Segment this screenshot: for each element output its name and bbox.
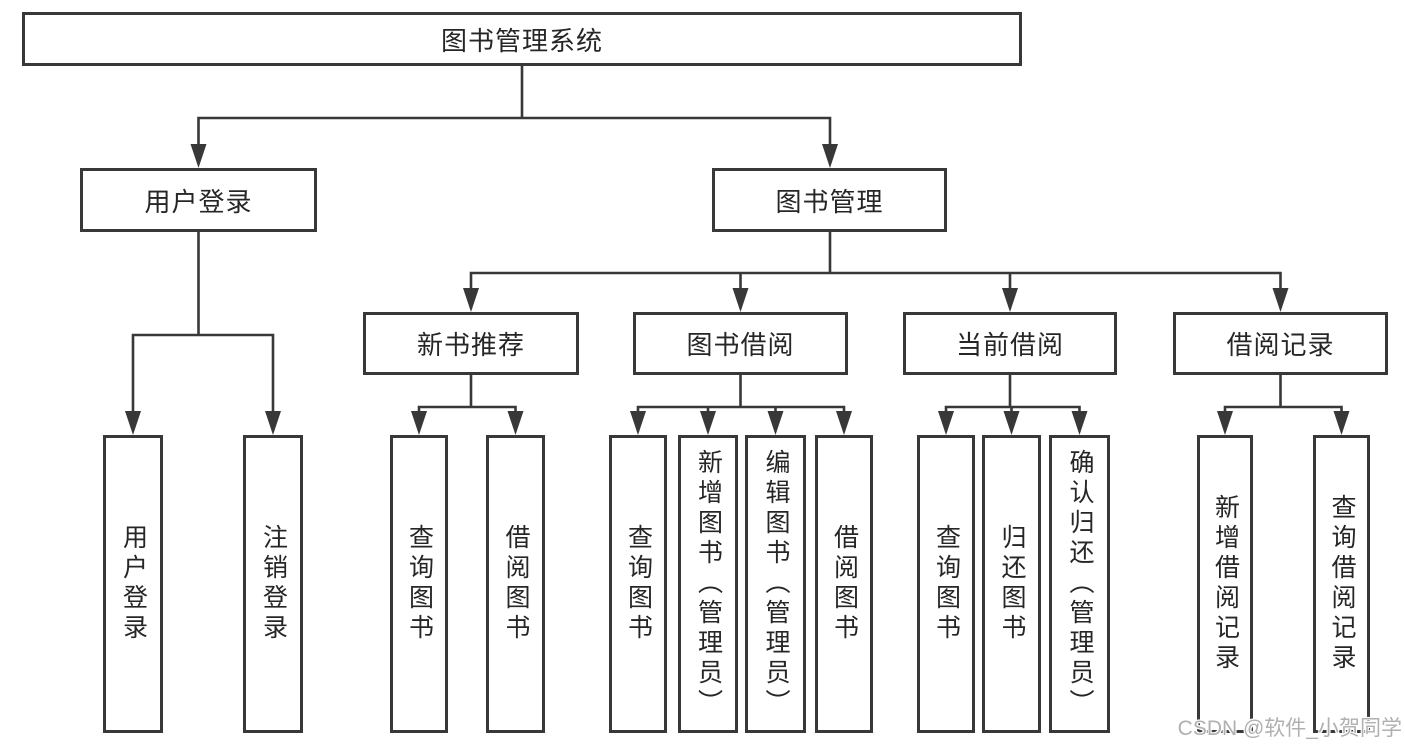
leaf-return-book: 归还图书 [982, 435, 1041, 733]
leaf-borrow-books-borrowing-label: 借阅图书 [830, 524, 859, 644]
node-new-book-recommend: 新书推荐 [363, 312, 579, 375]
leaf-borrow-books-recommend-label: 借阅图书 [502, 524, 530, 644]
leaf-logout-label: 注销登录 [259, 524, 288, 644]
node-book-borrowing: 图书借阅 [633, 312, 848, 375]
node-current-borrowing: 当前借阅 [903, 312, 1117, 375]
node-borrowing-records: 借阅记录 [1173, 312, 1388, 375]
node-user-login-label: 用户登录 [144, 186, 253, 217]
leaf-borrow-books-recommend: 借阅图书 [486, 435, 545, 733]
node-book-borrowing-label: 图书借阅 [686, 330, 795, 360]
leaf-query-borrow-record-label: 查询借阅记录 [1328, 494, 1356, 674]
leaf-borrow-books-borrowing: 借阅图书 [815, 435, 873, 733]
leaf-query-borrow-record: 查询借阅记录 [1313, 435, 1370, 733]
node-borrowing-records-label: 借阅记录 [1226, 330, 1335, 360]
leaf-add-book-admin: 新增图书（管理员） [678, 435, 738, 733]
leaf-query-books-current: 查询图书 [917, 435, 975, 733]
leaf-add-book-admin-label: 新增图书（管理员） [694, 449, 723, 719]
leaf-add-borrow-record-label: 新增借阅记录 [1211, 494, 1240, 674]
leaf-edit-book-admin: 编辑图书（管理员） [745, 435, 806, 733]
node-book-management-label: 图书管理 [775, 186, 884, 217]
leaf-user-login: 用户登录 [103, 435, 163, 733]
node-current-borrowing-label: 当前借阅 [955, 330, 1064, 360]
leaf-query-books-recommend: 查询图书 [390, 435, 448, 733]
leaf-confirm-return-admin-label: 确认归还（管理员） [1066, 449, 1094, 719]
node-user-login: 用户登录 [80, 168, 317, 232]
csdn-watermark: CSDN @软件_小贺同学 [1177, 717, 1402, 740]
node-library-system-label: 图书管理系统 [440, 25, 603, 56]
leaf-add-borrow-record: 新增借阅记录 [1197, 435, 1253, 733]
leaf-confirm-return-admin: 确认归还（管理员） [1049, 435, 1110, 733]
leaf-return-book-label: 归还图书 [998, 524, 1026, 644]
leaf-logout: 注销登录 [243, 435, 303, 733]
node-book-management: 图书管理 [712, 168, 947, 232]
leaf-user-login-label: 用户登录 [119, 524, 148, 644]
leaf-query-books-recommend-label: 查询图书 [405, 524, 434, 644]
leaf-edit-book-admin-label: 编辑图书（管理员） [762, 449, 790, 719]
leaf-query-books-borrowing: 查询图书 [609, 435, 667, 733]
node-library-system: 图书管理系统 [22, 12, 1022, 66]
node-new-book-recommend-label: 新书推荐 [416, 330, 525, 360]
leaf-query-books-current-label: 查询图书 [932, 524, 961, 644]
leaf-query-books-borrowing-label: 查询图书 [624, 524, 653, 644]
